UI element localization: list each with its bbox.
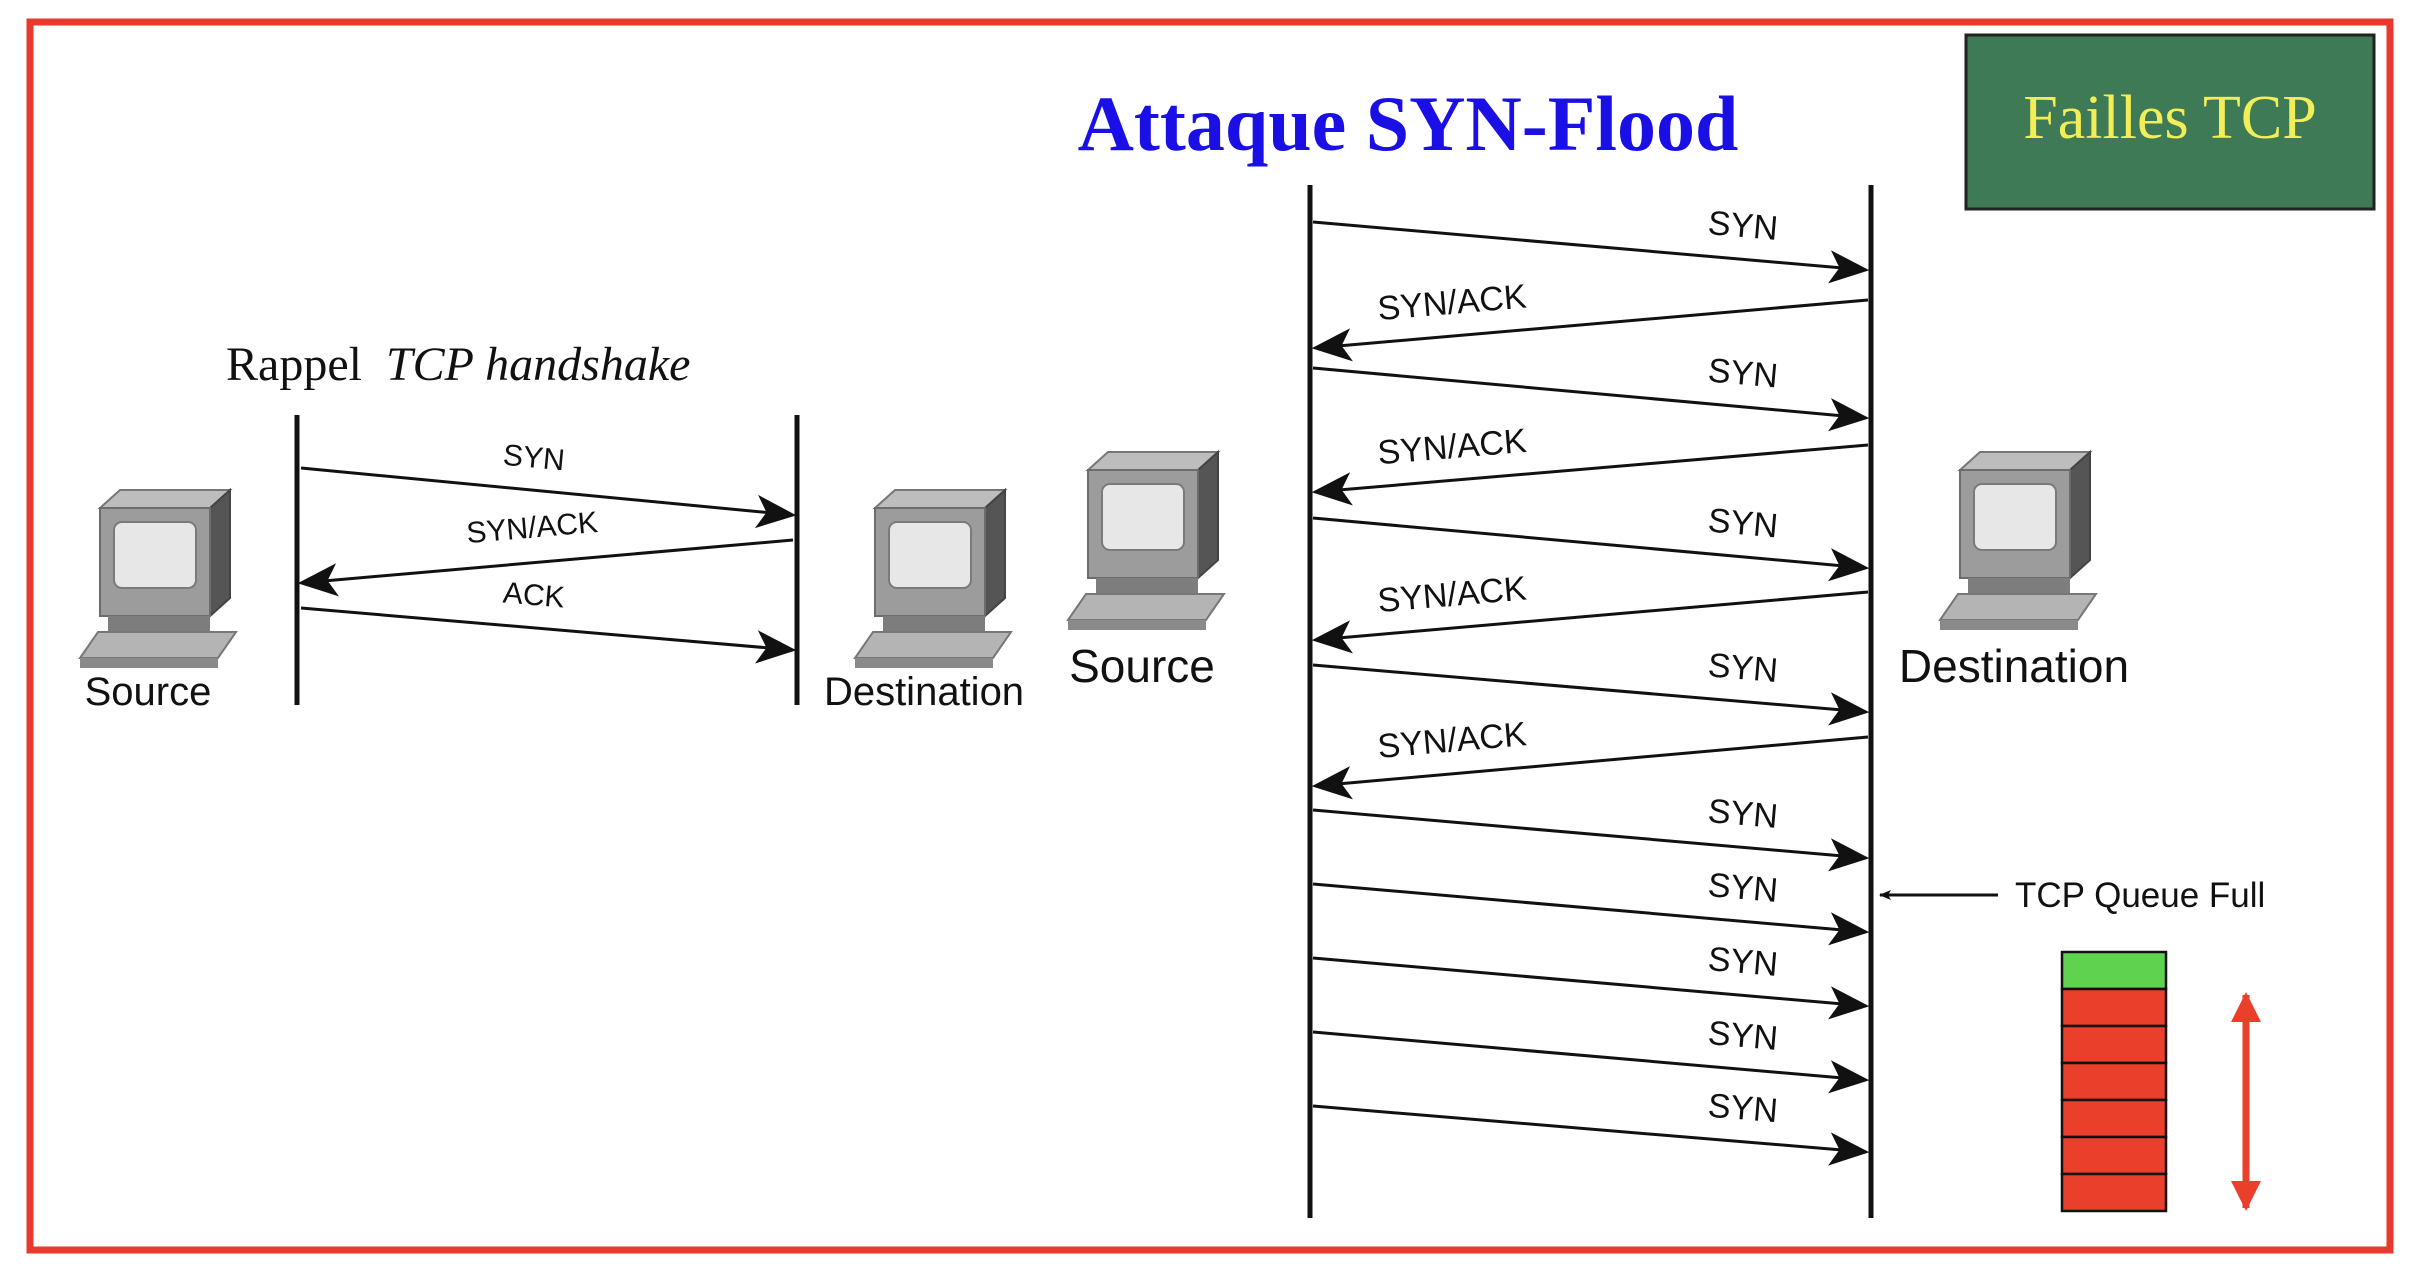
- handshake-destination-computer-icon: [854, 489, 1012, 669]
- handshake-caption-prefix: Rappel: [226, 338, 362, 391]
- handshake-message-label: SYN: [502, 439, 567, 478]
- flood-arrow: [1312, 882, 1870, 946]
- flood-message-label: SYN: [1706, 646, 1779, 690]
- flood-arrow: [1312, 808, 1870, 872]
- flood-message-label: SYN: [1707, 1087, 1780, 1131]
- flood-arrow: [1312, 366, 1870, 432]
- handshake-source-computer-icon: [79, 489, 237, 669]
- queue-slot-full: [2060, 1135, 2168, 1176]
- flood-source-label: Source: [1069, 640, 1215, 692]
- queue-slot-full: [2060, 1061, 2168, 1102]
- handshake-caption-italic: TCP handshake: [386, 338, 690, 391]
- flood-destination-label: Destination: [1899, 640, 2129, 692]
- flood-arrow: [1311, 298, 1869, 362]
- flood-message-label: SYN: [1706, 502, 1779, 546]
- flood-arrow: [1312, 220, 1870, 284]
- outer-frame: [26, 18, 2394, 1254]
- flood-source-computer-icon: [1067, 451, 1225, 631]
- flood-message-label: SYN: [1706, 204, 1779, 248]
- flood-arrow: [1311, 735, 1869, 800]
- queue-slot-full: [2060, 1024, 2168, 1065]
- tcp-queue: [2060, 950, 2168, 1213]
- flood-arrow: [1312, 516, 1870, 582]
- queue-slot-full: [2060, 1098, 2168, 1139]
- queue-slot-full: [2060, 987, 2168, 1028]
- queue-slot-free: [2060, 950, 2168, 991]
- flood-message-label: SYN: [1706, 1014, 1779, 1058]
- flood-arrow: [1312, 956, 1870, 1020]
- flood-message-label: SYN: [1706, 866, 1779, 910]
- section-badge: Failles TCP: [1964, 33, 2376, 211]
- handshake-arrow: [297, 538, 794, 597]
- flood-arrow: [1311, 590, 1869, 654]
- queue-note-label: TCP Queue Full: [2015, 876, 2265, 915]
- flood-arrow: [1311, 443, 1869, 506]
- badge-text: Failles TCP: [2023, 84, 2316, 152]
- flood-message-label: SYN: [1706, 792, 1779, 836]
- handshake-message-label: ACK: [502, 577, 566, 615]
- queue-slot-full: [2060, 1172, 2168, 1213]
- handshake-caption: Rappel TCP handshake: [226, 338, 690, 391]
- flood-destination-computer-icon: [1939, 451, 2097, 631]
- flood-message-label: SYN: [1706, 352, 1779, 396]
- handshake-arrow: [300, 606, 797, 664]
- flood-arrow: [1312, 663, 1870, 726]
- handshake-arrow: [300, 466, 797, 529]
- handshake-destination-label: Destination: [824, 670, 1024, 714]
- page-title: Attaque SYN-Flood: [1078, 80, 1739, 167]
- handshake-source-label: Source: [85, 670, 212, 714]
- flood-arrow: [1312, 1104, 1870, 1166]
- flood-message-label: SYN: [1706, 940, 1779, 984]
- flood-arrow: [1312, 1030, 1870, 1094]
